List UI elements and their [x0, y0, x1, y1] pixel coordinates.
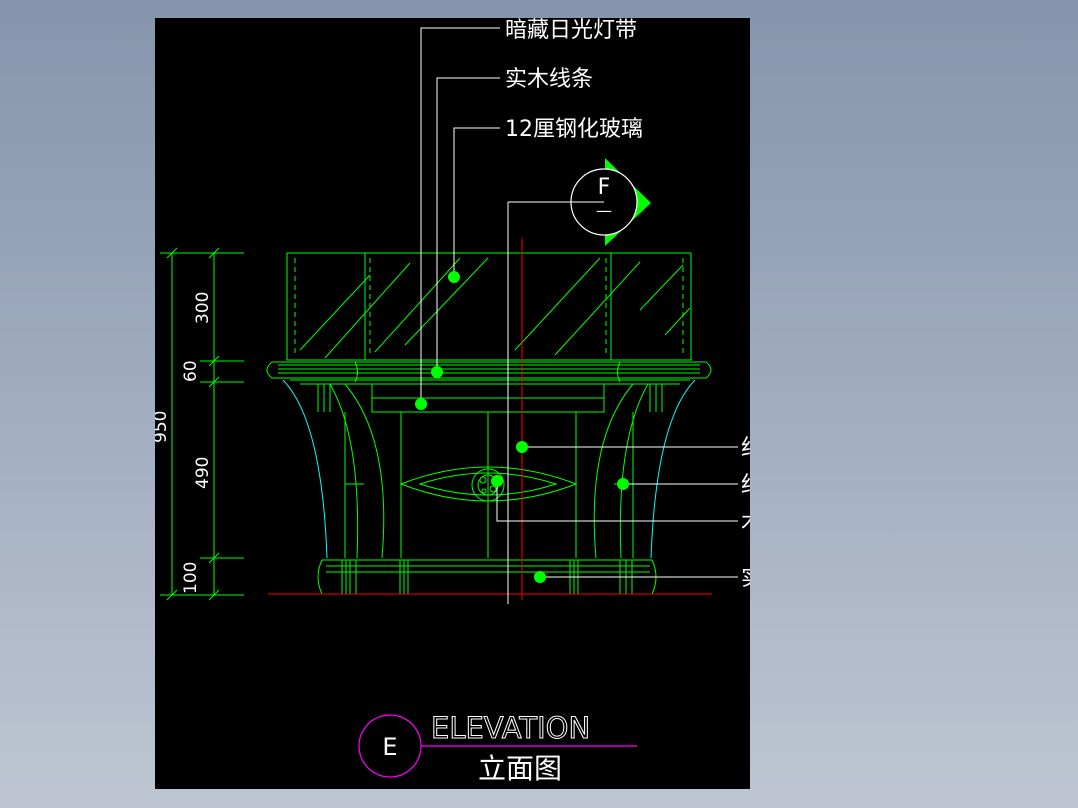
- cad-drawing-canvas[interactable]: 950 300 60 490 100: [155, 18, 750, 789]
- dimension-chain: [160, 247, 244, 601]
- elevation-drawing: 950 300 60 490 100: [155, 18, 750, 785]
- dim-60: 60: [181, 360, 201, 382]
- dim-100: 100: [181, 562, 201, 594]
- title-elevation: ELEVATION: [431, 711, 590, 745]
- cabinet-body: [282, 379, 696, 559]
- title-marker-letter: E: [382, 733, 397, 761]
- skirting-base: [317, 559, 657, 595]
- glass-top: [286, 252, 692, 361]
- dim-total: 950: [155, 411, 171, 443]
- callouts-right: 红榉木夹板清漆 红影木夹板清漆 木雕金漆 实木踢脚线: [741, 436, 750, 591]
- dim-490: 490: [193, 457, 213, 489]
- title-block: E ELEVATION 立面图: [358, 711, 637, 785]
- dimension-labels: 950 300 60 490 100: [155, 292, 213, 594]
- title-subtitle: 立面图: [478, 752, 562, 785]
- callout-hidden-light-strip: 暗藏日光灯带: [505, 18, 637, 43]
- section-marker-letter: F: [598, 175, 611, 200]
- callouts-top: 暗藏日光灯带 实木线条 12厘钢化玻璃: [505, 18, 643, 142]
- dim-300: 300: [193, 292, 213, 324]
- callout-solid-wood-trim: 实木线条: [505, 67, 593, 92]
- callout-beech-veneer: 红榉木夹板清漆: [741, 436, 750, 461]
- callout-tempered-glass: 12厘钢化玻璃: [505, 117, 643, 142]
- callout-gold-carving: 木雕金漆: [741, 510, 750, 535]
- leader-dots: [415, 271, 629, 583]
- leader-lines: [420, 27, 738, 578]
- top-moulding: [266, 361, 712, 413]
- reference-lines: [268, 238, 712, 600]
- section-marker: F —: [507, 158, 651, 604]
- callout-skirting: 实木踢脚线: [741, 566, 750, 591]
- callout-rosewood-veneer: 红影木夹板清漆: [741, 473, 750, 498]
- section-marker-sub: —: [596, 201, 612, 220]
